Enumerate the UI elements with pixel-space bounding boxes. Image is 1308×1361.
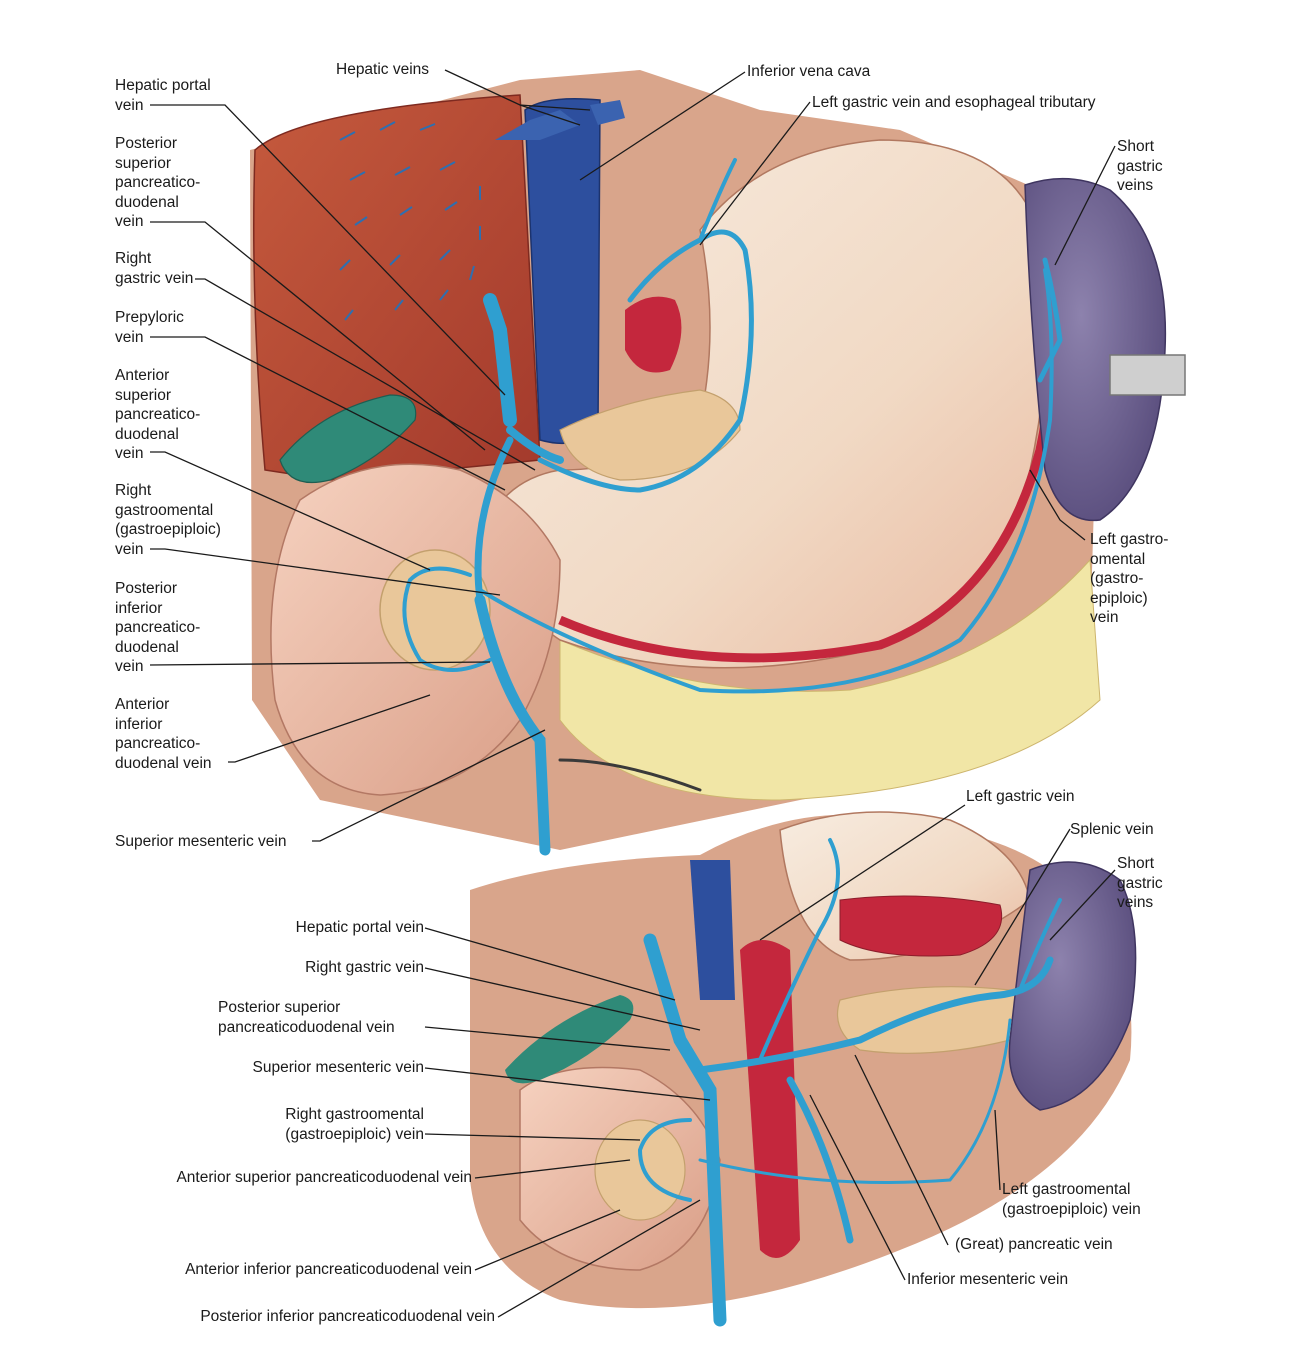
label-short-gastric-veins-lower: Short gastric veins [1117, 855, 1163, 911]
greater-omentum [559, 558, 1101, 801]
spleen-lower [1008, 861, 1137, 1111]
label-anterior-superior-pancreaticoduodenal-vein-lower: Anterior superior pancreaticoduodenal ve… [176, 1169, 472, 1186]
bottom-veins [637, 838, 1062, 1327]
label-right-gastric-vein: Right gastric vein [115, 250, 194, 287]
label-great-pancreatic-vein: (Great) pancreatic vein [955, 1236, 1113, 1253]
label-posterior-inferior-pancreaticoduodenal-vein-lower: Posterior inferior pancreaticoduodenal v… [200, 1308, 495, 1325]
top-veins [402, 158, 1063, 856]
pancreas-head-lower [594, 1119, 686, 1221]
aorta [740, 940, 800, 1258]
label-anterior-inferior-pancreaticoduodenal-vein-lower: Anterior inferior pancreaticoduodenal ve… [185, 1261, 472, 1278]
label-anterior-superior-pancreaticoduodenal-vein: Anterior superior pancreatico- duodenal … [115, 367, 201, 462]
gallbladder-lower [505, 995, 634, 1084]
label-superior-mesenteric-vein-lower: Superior mesenteric vein [252, 1059, 424, 1076]
gallbladder [279, 394, 417, 484]
retractor [1109, 354, 1186, 396]
label-right-gastric-vein-lower: Right gastric vein [305, 959, 424, 976]
leader-lines [149, 69, 1116, 1318]
label-right-gastroomental-vein: Right gastroomental (gastroepiploic) vei… [115, 482, 221, 558]
pancreas-body [559, 389, 741, 481]
label-anterior-inferior-pancreaticoduodenal-vein: Anterior inferior pancreatico- duodenal … [115, 696, 212, 772]
label-superior-mesenteric-vein: Superior mesenteric vein [115, 833, 287, 850]
spleen [1024, 177, 1167, 522]
pancreas-head [379, 549, 491, 671]
label-short-gastric-veins: Short gastric veins [1117, 138, 1163, 194]
top-figure [250, 70, 1186, 856]
label-hepatic-veins: Hepatic veins [336, 61, 430, 78]
label-posterior-inferior-pancreaticoduodenal-vein: Posterior inferior pancreatico- duodenal… [115, 580, 201, 675]
label-left-gastroomental-vein: Left gastro- omental (gastro- epiploic) … [1090, 531, 1169, 626]
stomach-cut-edge [839, 895, 1002, 957]
bottom-figure [470, 811, 1137, 1327]
label-posterior-superior-pancreaticoduodenal-vein: Posterior superior pancreatico- duodenal… [115, 135, 201, 230]
inferior-vena-cava-lower [690, 860, 735, 1000]
celiac-trunk [625, 296, 682, 373]
label-right-gastroomental-vein-lower: Right gastroomental (gastroepiploic) vei… [285, 1106, 424, 1143]
label-left-gastroomental-vein-lower: Left gastroomental (gastroepiploic) vein [1002, 1181, 1141, 1218]
label-splenic-vein: Splenic vein [1070, 821, 1154, 838]
label-inferior-mesenteric-vein: Inferior mesenteric vein [907, 1271, 1069, 1288]
label-prepyloric-vein: Prepyloric vein [115, 309, 184, 346]
label-left-gastric-vein-esophageal: Left gastric vein and esophageal tributa… [812, 94, 1096, 111]
label-posterior-superior-pancreaticoduodenal-vein-lower: Posterior superior pancreaticoduodenal v… [218, 999, 395, 1036]
label-inferior-vena-cava: Inferior vena cava [747, 63, 871, 80]
label-hepatic-portal-vein: Hepatic portal vein [115, 77, 211, 114]
label-hepatic-portal-vein-lower: Hepatic portal vein [295, 919, 424, 936]
label-left-gastric-vein-lower: Left gastric vein [966, 788, 1075, 805]
portal-flow-arrows [339, 121, 481, 321]
